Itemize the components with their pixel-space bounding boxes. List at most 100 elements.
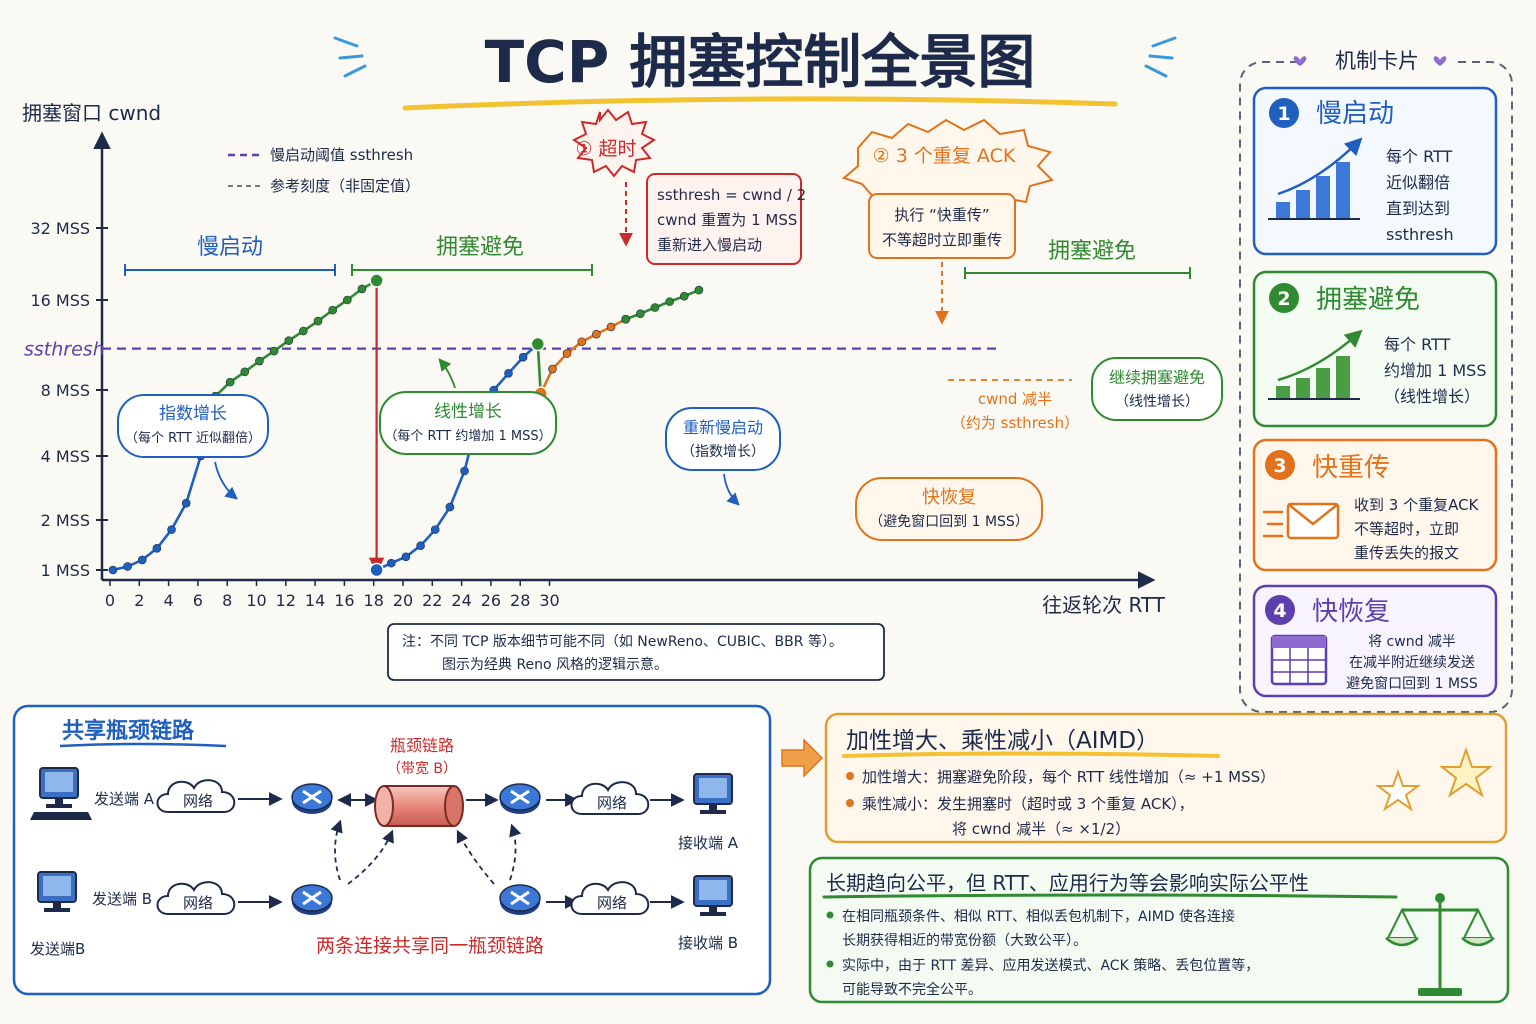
y-tick-label: 2 MSS — [41, 511, 90, 530]
card-1-title: 慢启动 — [1316, 99, 1394, 129]
card-fast-retransmit: 3 快重传 收到 3 个重复ACK 不等超时，立即 重传丢失的报文 — [1252, 438, 1498, 572]
bubble-exp-growth: 指数增长 （每个 RTT 近似翻倍） — [117, 394, 269, 500]
bubble-fast-recovery-title: 快恢复 — [922, 487, 976, 508]
x-tick-label: 14 — [305, 591, 325, 610]
phase-bracket-slow-start: 慢启动 — [124, 235, 336, 276]
x-tick-label: 4 — [164, 591, 174, 610]
data-point — [299, 326, 308, 336]
sender-b-label: 发送端 B — [92, 890, 152, 908]
data-point — [284, 336, 294, 345]
title-underline — [402, 96, 1118, 111]
router-a-right-icon — [498, 782, 542, 816]
network-cloud-a-right-label: 网络 — [597, 794, 627, 812]
card-2-line-2: 约增加 1 MSS — [1384, 361, 1486, 380]
fast-retransmit-note-line-1: 执行 “快重传” — [894, 206, 989, 224]
data-point — [577, 337, 587, 347]
bubble-continue-ca-sub: （线性增长） — [1115, 394, 1199, 410]
series-layer — [108, 273, 704, 578]
card-2-title: 拥塞避免 — [1316, 285, 1420, 315]
data-point — [343, 295, 352, 305]
footnote: 注：不同 TCP 版本细节可能不同（如 NewReno、CUBIC、BBR 等）… — [387, 623, 885, 681]
timeout-note-box — [646, 173, 802, 265]
sender-a-keyboard-icon — [30, 812, 92, 820]
shared-bottleneck-caption: 两条连接共享同一瓶颈链路 — [316, 935, 544, 957]
data-point — [255, 356, 264, 366]
data-point — [181, 498, 191, 508]
bottleneck-pipe-icon — [374, 785, 464, 827]
network-cloud-b-right-label: 网络 — [597, 894, 627, 912]
card-2-number: 2 — [1277, 288, 1290, 310]
phase-label-ca1: 拥塞避免 — [436, 235, 524, 260]
data-point — [328, 305, 337, 315]
bottleneck-label-line-2: （带宽 B） — [387, 760, 457, 777]
bubble-restart-sub: （指数增长） — [681, 444, 765, 460]
card-3-line-2: 不等超时，立即 — [1354, 520, 1459, 538]
bubble-fast-recovery-sub: （避免窗口回到 1 MSS） — [869, 513, 1029, 530]
aimd-panel-frame — [824, 712, 1508, 844]
fairness-line-3: 实际中，由于 RTT 差异、应用发送模式、ACK 策略、丢包位置等， — [842, 957, 1259, 974]
data-point — [665, 297, 674, 306]
aimd-title: 加性增大、乘性减小（AIMD） — [846, 728, 1159, 754]
bubble-fast-recovery: 快恢复 （避免窗口回到 1 MSS） — [855, 477, 1043, 541]
timeout-event: ① 超时 ssthresh = cwnd / 2 cwnd 重置为 1 MSS … — [572, 108, 806, 265]
card-1-line-3: 直到达到 — [1386, 199, 1450, 218]
network-title-underline — [59, 742, 227, 748]
data-point — [592, 329, 601, 339]
card-3-title: 快重传 — [1312, 453, 1390, 483]
bubble-linear-growth-title: 线性增长 — [434, 402, 502, 422]
fairness-title: 长期趋向公平，但 RTT、应用行为等会影响实际公平性 — [826, 871, 1309, 895]
network-title: 共享瓶颈链路 — [62, 718, 195, 744]
fast-retransmit-note-box — [868, 193, 1016, 259]
data-point — [269, 346, 279, 356]
x-axis-title: 往返轮次 RTT — [1042, 593, 1166, 617]
fairness-line-4: 可能导致不完全公平。 — [842, 981, 982, 998]
x-tick-label: 8 — [222, 591, 232, 610]
table-icon — [1270, 634, 1328, 686]
card-4-number: 4 — [1273, 600, 1286, 622]
aimd-line-1: 加性增大：拥塞避免阶段，每个 RTT 线性增加（≈ +1 MSS） — [862, 768, 1275, 786]
card-2-line-1: 每个 RTT — [1384, 335, 1451, 354]
cards-title: 机制卡片 — [1335, 49, 1419, 73]
receiver-b-label: 接收端 B — [678, 934, 738, 952]
series-line — [376, 343, 539, 572]
network-panel: 共享瓶颈链路 发送端 A 网络 瓶颈链路 （带宽 B） 网络 接收端 A 发送端… — [12, 704, 772, 996]
data-point — [548, 364, 557, 374]
fairness-line-2: 长期获得相近的带宽份额（大致公平）。 — [842, 932, 1087, 949]
bubble-continue-ca: 继续拥塞避免 （线性增长） — [1091, 357, 1223, 421]
legend-reference-label: 参考刻度（非固定值） — [270, 177, 420, 195]
data-point — [123, 562, 132, 571]
data-point — [562, 349, 572, 358]
timeout-event-label: ① 超时 — [575, 138, 636, 160]
title-spark-right-icon — [1144, 36, 1177, 78]
data-point — [240, 367, 250, 377]
y-tick-label: 32 MSS — [30, 219, 90, 238]
phase-label-ca2: 拥塞避免 — [1048, 239, 1136, 264]
bar-growth-icon — [1268, 137, 1363, 220]
card-1-line-1: 每个 RTT — [1386, 147, 1453, 166]
receiver-a-label: 接收端 A — [678, 834, 739, 852]
card-2-line-3: （线性增长） — [1384, 387, 1480, 406]
network-cloud-b-left-label: 网络 — [183, 894, 213, 912]
fairness-line-1: 在相同瓶颈条件、相似 RTT、相似丢包机制下，AIMD 使各连接 — [842, 908, 1235, 925]
bubble-continue-ca-title: 继续拥塞避免 — [1109, 368, 1205, 387]
legend-ssthresh-label: 慢启动阈值 ssthresh — [270, 146, 413, 164]
ssthresh-label: ssthresh — [24, 339, 105, 361]
data-point — [679, 291, 689, 301]
x-tick-label: 22 — [422, 591, 442, 610]
y-tick-label: 8 MSS — [41, 381, 90, 400]
linear-growth-icon — [1268, 329, 1363, 400]
data-point — [167, 525, 176, 534]
card-4-line-2: 在减半附近继续发送 — [1349, 654, 1475, 671]
card-4-title: 快恢复 — [1312, 597, 1390, 627]
event-point — [369, 273, 384, 288]
fast-retransmit-note-line-2: 不等超时立即重传 — [882, 231, 1002, 249]
data-point — [416, 541, 425, 551]
data-point — [430, 525, 440, 534]
data-point — [518, 352, 528, 362]
data-point — [504, 368, 513, 378]
data-point — [621, 314, 630, 324]
data-point — [137, 555, 147, 565]
fairness-panel: 长期趋向公平，但 RTT、应用行为等会影响实际公平性 在相同瓶颈条件、相似 RT… — [808, 856, 1510, 1004]
network-panel-frame — [12, 704, 772, 996]
